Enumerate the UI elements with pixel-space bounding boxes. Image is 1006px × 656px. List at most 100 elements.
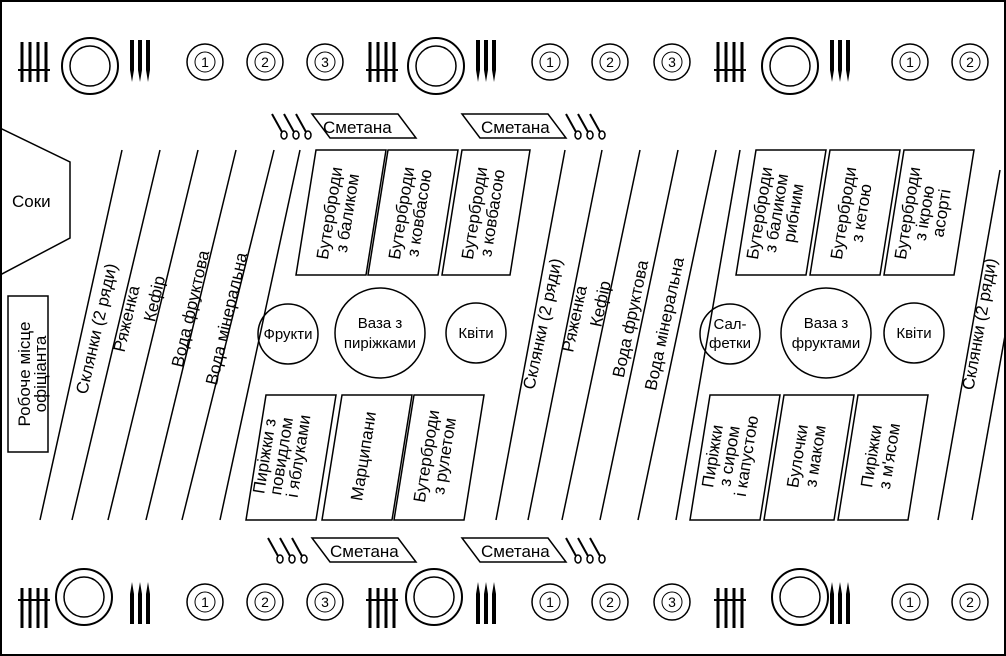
plate-rim — [413, 576, 455, 618]
glass-number: 2 — [966, 594, 974, 610]
knives-icon — [830, 40, 850, 82]
knives-icon — [476, 582, 496, 624]
plate-rim — [63, 576, 105, 618]
flowers-label: Квіти — [458, 325, 493, 342]
sandwich-tray — [367, 149, 459, 276]
glass-number: 1 — [546, 594, 554, 610]
glass — [246, 43, 284, 81]
plate — [55, 568, 113, 626]
glass-inner — [599, 51, 621, 73]
flowers-label: Квіти — [896, 325, 931, 342]
vase-fruits-label-line1: Ваза з — [804, 315, 849, 332]
glass — [653, 43, 691, 81]
smetana-dish — [460, 537, 568, 563]
forks-icon — [18, 588, 50, 628]
spoons-icon — [271, 113, 312, 140]
glass — [186, 43, 224, 81]
drink-row-line — [39, 149, 123, 521]
sandwich-tray — [883, 149, 975, 276]
plate — [61, 37, 119, 95]
glass-number: 3 — [321, 594, 329, 610]
glass-number: 2 — [606, 594, 614, 610]
drink-row-line — [527, 149, 603, 521]
glass-inner — [661, 591, 683, 613]
plate-rim — [779, 576, 821, 618]
forks-icon — [714, 42, 746, 82]
smetana-dish — [310, 537, 418, 563]
fruit-plate — [257, 303, 319, 365]
sandwich-tray — [809, 149, 901, 276]
sandwich-tray — [295, 149, 387, 276]
glass-number: 3 — [668, 594, 676, 610]
plate-rim — [769, 45, 811, 87]
knives-icon — [476, 40, 496, 82]
smetana-dishes: Сметана Сметана Сметана Сметана — [310, 113, 568, 563]
napkins-label-line1: Сал- — [713, 316, 746, 333]
glass-inner — [539, 591, 561, 613]
glass-inner — [254, 591, 276, 613]
drink-row-line — [71, 149, 161, 521]
drink-row-line — [145, 149, 237, 521]
workplace-label-line1: Робоче місце — [15, 322, 34, 427]
pastry-tray — [837, 394, 929, 521]
drink-row-line — [495, 149, 566, 521]
glass-inner — [899, 51, 921, 73]
plate — [761, 37, 819, 95]
juice-label: Соки — [12, 192, 51, 211]
pastry-tray — [245, 394, 337, 521]
glass — [653, 583, 691, 621]
drink-row-line — [181, 149, 275, 521]
pastry-tray — [321, 394, 413, 521]
forks-icon — [366, 42, 398, 82]
smetana-label: Сметана — [481, 118, 550, 137]
vase-pies — [334, 287, 426, 379]
knives-icon — [830, 582, 850, 624]
plate-rim — [415, 45, 457, 87]
waiter-workplace — [7, 295, 49, 453]
glass-inner — [539, 51, 561, 73]
fruit-label: Фрукти — [263, 326, 312, 343]
forks-icon — [366, 588, 398, 628]
glass — [186, 583, 224, 621]
glass — [591, 43, 629, 81]
glass-number: 1 — [201, 54, 209, 70]
glass-inner — [254, 51, 276, 73]
smetana-label: Сметана — [323, 118, 392, 137]
glass — [891, 583, 929, 621]
vase-fruits-label-line2: фруктами — [792, 335, 860, 352]
sandwich-tray — [735, 149, 827, 276]
glass — [951, 43, 989, 81]
drink-row-line — [599, 149, 679, 521]
center-left-section: Бутерброди з баликом Бутерброди з ковбас… — [245, 149, 531, 521]
workplace-label-line2: офіціанта — [31, 335, 50, 412]
glass — [891, 43, 929, 81]
flowers-vase — [883, 302, 945, 364]
glass-inner — [959, 51, 981, 73]
vase-fruits — [780, 287, 872, 379]
plate — [771, 568, 829, 626]
glass — [306, 583, 344, 621]
drink-row-line — [107, 149, 199, 521]
glass-number: 3 — [668, 54, 676, 70]
vase-pies-label-line1: Ваза з — [358, 315, 403, 332]
glass-number: 1 — [906, 594, 914, 610]
drink-row-line — [561, 149, 641, 521]
glass — [531, 43, 569, 81]
glass — [591, 583, 629, 621]
glass-inner — [899, 591, 921, 613]
glass-number: 1 — [906, 54, 914, 70]
glass-inner — [959, 591, 981, 613]
spoons-icon — [565, 113, 606, 140]
pastry-tray — [393, 394, 485, 521]
forks-icon — [18, 42, 50, 82]
spoons-icon — [267, 537, 308, 564]
glass-inner — [194, 51, 216, 73]
glass-number: 1 — [546, 54, 554, 70]
sandwich-tray — [441, 149, 531, 276]
knives-icon — [130, 40, 150, 82]
glass-inner — [314, 51, 336, 73]
juice-station — [0, 127, 71, 276]
